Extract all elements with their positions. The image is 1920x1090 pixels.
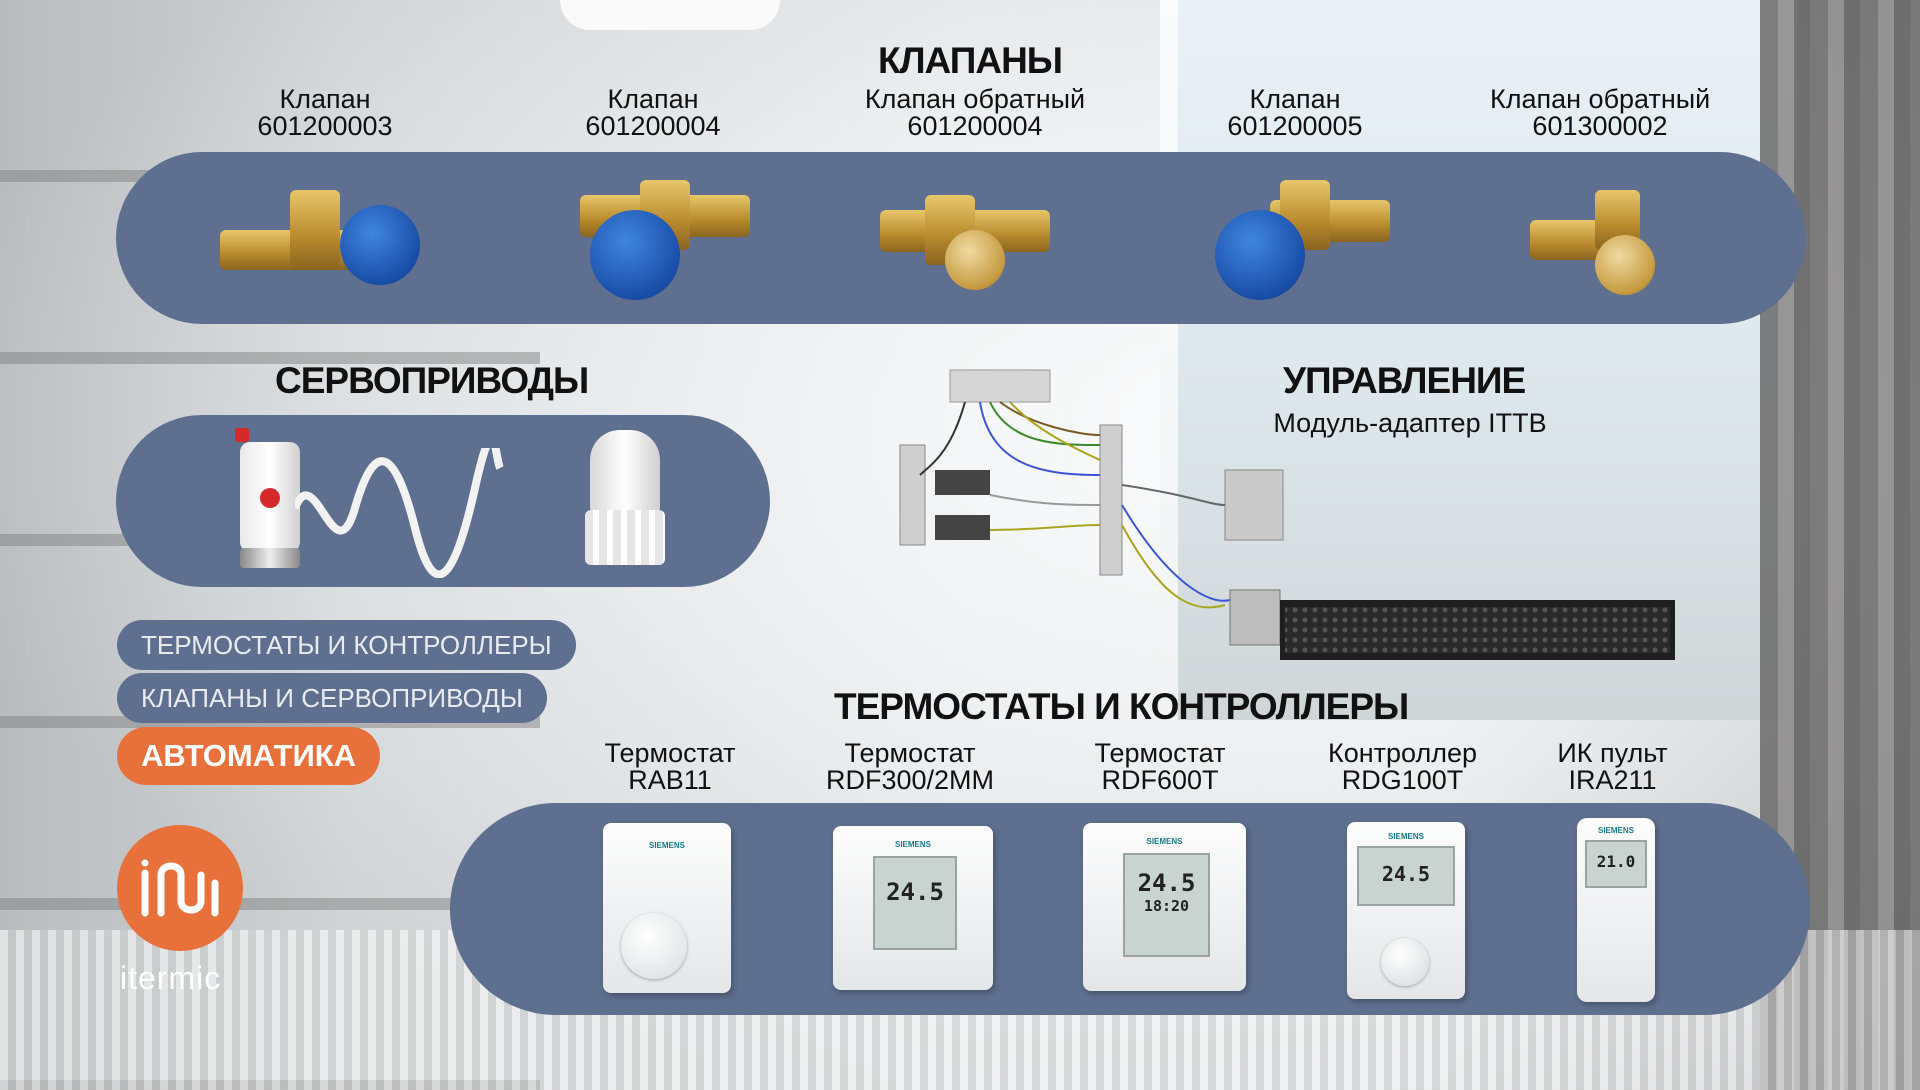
control-subtitle: Модуль-адаптер ITTB [1273, 408, 1547, 438]
electric-actuator-image[interactable] [235, 428, 505, 578]
ir-remote-ira211-image[interactable]: SIEMENS 21.0 [1577, 818, 1655, 1002]
valve-601200004-return-image[interactable] [875, 185, 1055, 295]
menu-valves-actuators[interactable]: КЛАПАНЫ И СЕРВОПРИВОДЫ [117, 673, 547, 723]
thermostat-rdf300-display: 24.5 [873, 856, 957, 950]
thermostat-rab11-image[interactable]: SIEMENS [603, 823, 731, 993]
itermic-logo [117, 825, 243, 951]
controller-rdg100t-display: 24.5 [1357, 846, 1455, 906]
valve-601200003-image[interactable] [210, 185, 430, 295]
control-title: УПРАВЛЕНИЕ [1283, 360, 1526, 401]
thermostat-rdf600t-display: 24.5 18:20 [1123, 853, 1210, 957]
adapter-wiring-diagram [899, 369, 1675, 660]
valve-601200004-image[interactable] [570, 180, 760, 300]
actuators-title: СЕРВОПРИВОДЫ [275, 360, 589, 401]
valves-title: КЛАПАНЫ [878, 40, 1063, 81]
thermal-head-image[interactable] [585, 430, 665, 570]
itermic-logo-icon [141, 859, 219, 917]
menu-thermostats-controllers[interactable]: ТЕРМОСТАТЫ И КОНТРОЛЛЕРЫ [117, 620, 576, 670]
menu-automation[interactable]: АВТОМАТИКА [117, 727, 381, 785]
valve-601200005-image[interactable] [1210, 180, 1400, 300]
controller-rdg100t-image[interactable]: SIEMENS 24.5 [1347, 822, 1465, 999]
thermostats-title: ТЕРМОСТАТЫ И КОНТРОЛЛЕРЫ [834, 686, 1409, 727]
thermostat-rdf300-image[interactable]: SIEMENS 24.5 [833, 826, 993, 990]
valve-601300002-image[interactable] [1525, 190, 1685, 300]
logo-word: itermic [120, 960, 222, 996]
thermostat-rdf600t-image[interactable]: SIEMENS 24.5 18:20 [1083, 823, 1246, 991]
ir-remote-ira211-display: 21.0 [1585, 840, 1647, 888]
